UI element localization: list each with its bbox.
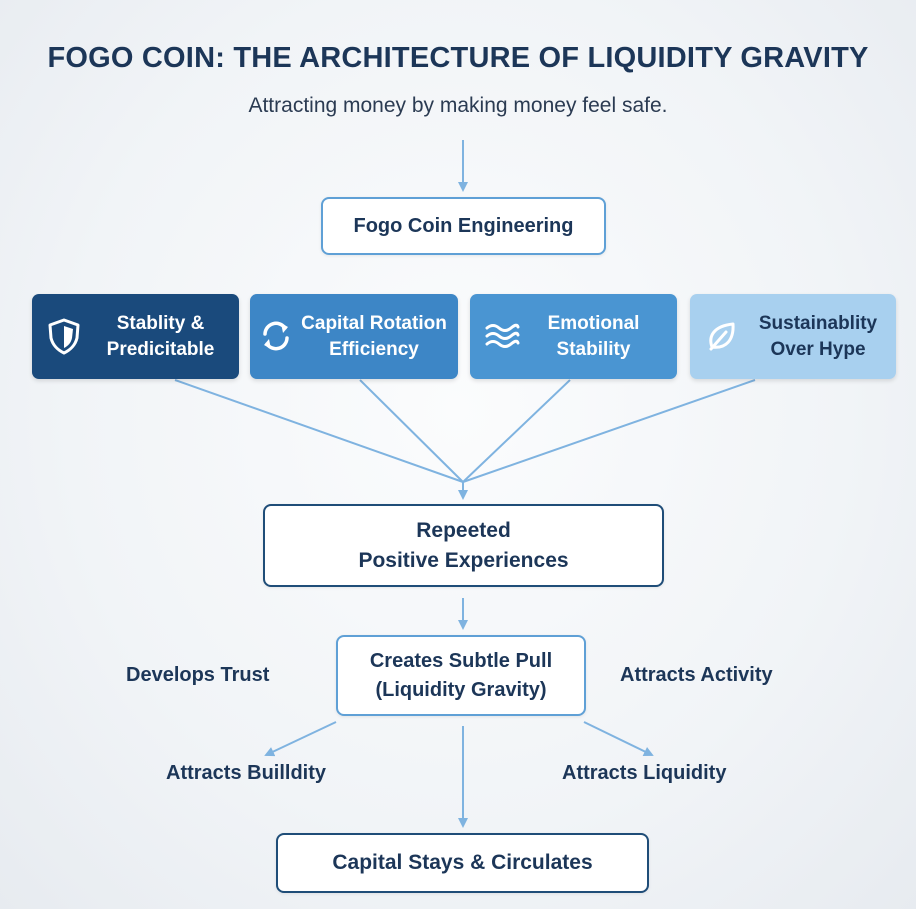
- waves-icon: [480, 314, 524, 358]
- outcome-attracts-liquidity: Attracts Liquidity: [562, 762, 727, 784]
- page-title: FOGO COIN: THE ARCHITECTURE OF LIQUIDITY…: [47, 42, 869, 74]
- arrow-to-builders: [264, 721, 337, 757]
- node-liquidity-gravity: Creates Subtle Pull (Liquidity Gravity): [336, 635, 586, 716]
- connector-pillar-4: [462, 379, 756, 483]
- arrow-to-liquidity: [583, 721, 654, 757]
- node-label: Repeeted Positive Experiences: [358, 518, 569, 572]
- shield-icon: [42, 314, 86, 358]
- pillar-capital-rotation: Capital Rotation Efficiency: [250, 294, 458, 379]
- pillar-label: Sustainablity Over Hype: [758, 312, 878, 360]
- outcome-attracts-activity: Attracts Activity: [620, 664, 773, 686]
- outcome-attracts-builders: Attracts Builldity: [166, 762, 327, 784]
- node-label: Creates Subtle Pull (Liquidity Gravity): [369, 649, 553, 701]
- node-capital-stays-circulates: Capital Stays & Circulates: [276, 833, 649, 893]
- pillar-emotional-stability: Emotional Stability: [470, 294, 677, 379]
- connector-pillar-3: [462, 379, 571, 483]
- pillar-label: Emotional Stability: [547, 312, 640, 360]
- pillar-stability: Stablity & Predicitable: [32, 294, 239, 379]
- connector-pillar-1: [174, 379, 464, 483]
- connector-pillar-2: [359, 379, 464, 483]
- leaf-icon: [700, 314, 744, 358]
- node-fogo-coin-engineering: Fogo Coin Engineering: [321, 197, 606, 255]
- pillar-label: Capital Rotation Efficiency: [301, 312, 447, 360]
- rotation-arrows-icon: [254, 314, 298, 358]
- pillar-label: Stablity & Predicitable: [106, 312, 215, 360]
- node-repeated-positive-experiences: Repeeted Positive Experiences: [263, 504, 664, 587]
- page-subtitle: Attracting money by making money feel sa…: [248, 94, 668, 117]
- outcome-develops-trust: Develops Trust: [126, 664, 270, 686]
- pillar-sustainability: Sustainablity Over Hype: [690, 294, 896, 379]
